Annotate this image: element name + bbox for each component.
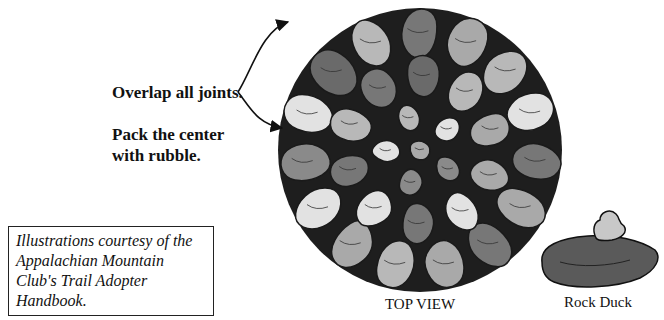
stone [356,190,391,226]
stone-crack [415,148,424,150]
stone-crack [402,115,413,117]
leader-line [238,92,282,128]
stone-crack [307,205,328,209]
stone-crack [455,39,476,43]
stone-crack [433,260,454,264]
stone-crack [408,220,425,223]
stone [330,109,371,141]
stone-crack [321,68,342,72]
stone [470,113,509,146]
stones [281,9,561,288]
stone-crack [297,110,318,114]
stone [310,50,357,96]
stone-crack [519,109,540,113]
stone [408,56,440,97]
stone [352,20,391,66]
stone-crack [452,208,469,211]
callout-label: Overlap all joints. [112,82,243,103]
stone [470,160,508,191]
stone-crack [380,148,391,150]
stone-crack [524,157,545,161]
stone [437,157,460,181]
stone-crack [369,85,386,88]
stone-crack [360,39,381,43]
stone-crack [384,260,405,264]
stone [448,72,483,111]
stone-crack [442,167,453,169]
stone-crack [407,29,428,33]
stone [497,188,545,227]
stone [435,118,460,141]
stone-crack [413,72,430,75]
stone-crack [292,158,313,162]
stone [284,94,332,132]
rock-duck [542,211,658,287]
stone [402,9,437,58]
stone [281,144,331,181]
credit-text: Illustrations courtesy of the Appalachia… [16,231,206,311]
stone-crack [477,240,498,244]
stone [295,188,340,229]
rubble-ground [278,8,562,292]
stone [372,141,400,162]
stone [399,105,420,130]
stone [483,51,526,94]
stone [512,143,561,179]
stone-crack [339,167,356,170]
stone [425,240,464,287]
stone [403,204,434,244]
stone-crack [441,127,452,129]
stone [447,18,488,66]
stone [377,241,415,288]
stone-crack [482,126,499,129]
stone [399,169,422,195]
stone [332,221,373,268]
view-caption: Rock Duck [564,294,632,311]
stone-crack [404,180,415,182]
stone-crack [456,88,473,91]
stone-crack [365,205,382,208]
stone [468,223,511,267]
stone-crack [341,121,358,124]
stone [330,155,368,186]
callout-label: Pack the center with rubble. [112,124,242,166]
stone-crack [340,241,361,245]
stone-crack [495,67,516,71]
credit-box: Illustrations courtesy of the Appalachia… [8,226,214,316]
stone [361,69,397,108]
stone-crack [480,172,497,175]
view-caption: TOP VIEW [385,296,455,313]
stone [507,93,554,131]
stone [446,193,479,230]
stone [410,141,430,160]
stone-crack [510,204,531,208]
leader-line [238,22,288,92]
